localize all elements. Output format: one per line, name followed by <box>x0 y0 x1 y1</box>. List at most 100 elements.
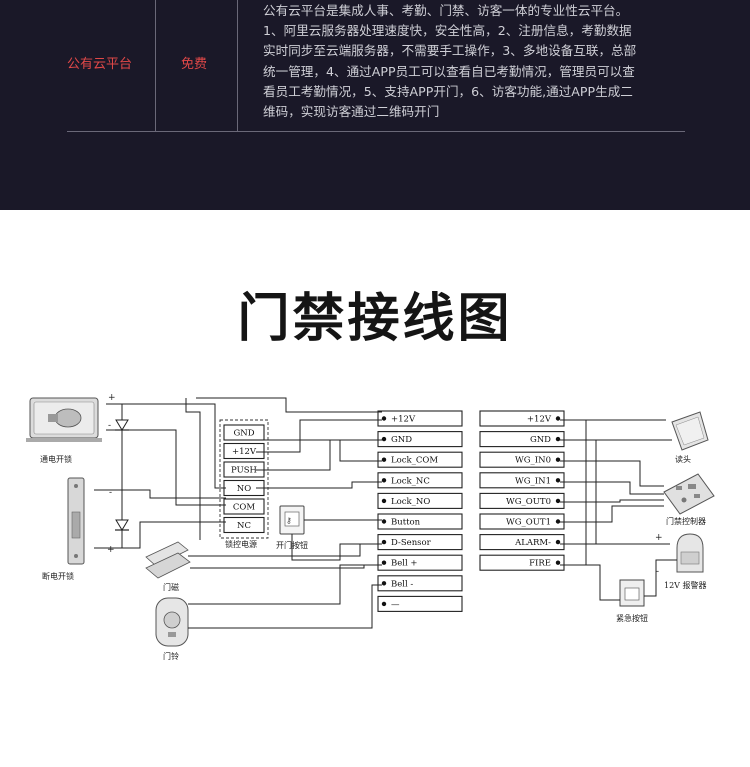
power-supply-label: 锁控电源 <box>225 539 257 549</box>
left-terminal-label: Lock_NO <box>391 497 430 507</box>
controller-left-terminals: +12V GND Lock_COM Lock_NC Lock_NO ButtonD-Sen… <box>377 410 463 612</box>
alarm-device <box>676 533 704 573</box>
emergency-button-device <box>619 579 645 607</box>
description-line: 公有云平台是集成人事、考勤、门禁、访客一体的专业性云平台。 <box>263 3 629 18</box>
table-vline-1 <box>155 0 156 131</box>
sign-minus-3: - <box>656 567 659 577</box>
exit-button-device: ⚷ <box>279 505 305 535</box>
terminal-dot <box>381 519 387 524</box>
info-table-panel: 公有云平台 免费 公有云平台是集成人事、考勤、门禁、访客一体的专业性云平台。 1、… <box>0 0 750 210</box>
left-terminal-box <box>377 410 463 427</box>
right-terminal-box <box>479 451 565 468</box>
terminal-dot <box>381 457 387 462</box>
terminal-dot <box>381 581 387 586</box>
terminal-dot <box>381 498 387 504</box>
right-terminal-label: ALARM- <box>514 538 551 548</box>
description-line: 看员工考勤情况，5、支持APP开门，6、访客功能,通过APP生成二 <box>263 83 633 99</box>
terminal-dot <box>555 560 561 565</box>
doorbell-label: 门铃 <box>163 651 179 661</box>
left-terminal-box <box>377 554 463 571</box>
terminal-dot <box>555 436 561 442</box>
terminal-dot <box>381 539 387 545</box>
terminal-dot <box>381 560 387 565</box>
right-terminal-label: WG_IN1 <box>515 476 551 486</box>
psu-terminal-label: PUSH <box>231 466 257 476</box>
table-hline <box>67 131 685 132</box>
left-terminal-box <box>377 451 463 468</box>
card-reader-device <box>671 411 709 451</box>
description-line: 维码，实现访客通过二维码开门 <box>263 104 440 120</box>
left-terminal-box <box>377 513 463 530</box>
sign-plus-2: + <box>107 545 115 555</box>
row-label: 公有云平台 <box>67 57 133 72</box>
psu-terminal-label: COM <box>233 503 255 513</box>
sign-plus-1: + <box>108 393 116 403</box>
wiring-diagram: 通电开锁 断电开锁 门磁 门铃 ⚷ 开门按钮 读头 门禁控制器 <box>26 393 715 661</box>
right-terminal-box <box>479 554 565 571</box>
diode-2 <box>115 519 129 531</box>
psu-terminal-box <box>223 516 265 534</box>
controller-label: 门禁控制器 <box>666 516 706 526</box>
electric-lock-label: 通电开锁 <box>40 454 72 464</box>
svg-text:⚷: ⚷ <box>286 516 292 525</box>
right-terminal-label: WG_IN0 <box>515 456 551 466</box>
right-terminal-box <box>479 410 565 427</box>
left-terminal-box <box>377 472 463 489</box>
right-terminal-box <box>479 534 565 551</box>
right-terminal-label: WG_OUT0 <box>506 497 551 507</box>
description-line: 1、阿里云服务器处理速度快，安全性高，2、注册信息，考勤数据 <box>263 23 632 39</box>
left-terminal-box <box>377 492 463 509</box>
wires <box>94 397 677 629</box>
terminal-dot <box>381 478 387 483</box>
left-terminal-label: Button <box>391 518 421 528</box>
right-terminal-box <box>479 472 565 489</box>
terminal-dot <box>555 457 561 462</box>
door-magnet-device <box>145 541 191 579</box>
psu-terminal-label: NC <box>237 521 251 531</box>
psu-terminal-label: GND <box>233 429 254 439</box>
section-title: 门禁接线图 <box>237 289 513 349</box>
alarm-label: 12V 报警器 <box>664 580 707 590</box>
left-terminal-label: Lock_NC <box>391 476 430 486</box>
card-reader-label: 读头 <box>675 454 691 464</box>
price-cell: 免费 <box>181 57 208 72</box>
left-terminal-label: Bell + <box>391 559 418 569</box>
left-terminal-label: D-Sensor <box>391 538 432 548</box>
terminal-dot <box>555 519 561 524</box>
psu-terminal-label: NO <box>237 484 251 494</box>
terminal-dot <box>381 436 387 442</box>
right-terminal-label: WG_OUT1 <box>506 518 551 528</box>
description-line: 实时同步至云端服务器，不需要手工操作，3、多地设备互联，总部 <box>263 43 637 59</box>
psu-terminal-box <box>223 442 265 460</box>
sign-minus-2: - <box>109 488 112 498</box>
terminal-dot <box>555 539 561 545</box>
left-terminal-label: +12V <box>391 415 416 425</box>
left-terminal-box <box>377 595 463 612</box>
right-terminal-label: +12V <box>527 415 552 425</box>
right-terminal-label: GND <box>530 435 551 445</box>
door-magnet-label: 门磁 <box>163 582 179 592</box>
left-terminal-box <box>377 534 463 551</box>
left-terminal-label: Lock_COM <box>391 456 438 466</box>
terminal-dot <box>381 601 387 607</box>
right-terminal-box <box>479 431 565 448</box>
doorbell-device <box>155 597 189 647</box>
right-terminal-label: FIRE <box>529 559 551 569</box>
left-terminal-label: — <box>391 600 400 610</box>
electric-lock-device <box>26 397 102 442</box>
emergency-button-label: 紧急按钮 <box>616 613 648 623</box>
psu-terminal-box <box>223 498 265 515</box>
right-terminal-box <box>479 492 565 509</box>
strike-lock-label: 断电开锁 <box>42 571 74 581</box>
strike-lock-device <box>67 477 85 565</box>
table-vline-2 <box>237 0 238 131</box>
terminal-dot <box>555 416 561 421</box>
description-text: 公有云平台是集成人事、考勤、门禁、访客一体的专业性云平台。 1、阿里云服务器处理速… <box>263 1 683 122</box>
left-terminal-label: Bell - <box>391 579 413 589</box>
sign-minus-1: - <box>108 421 111 431</box>
left-terminal-label: GND <box>391 435 412 445</box>
controller-device <box>663 473 715 515</box>
psu-terminal-label: +12V <box>232 447 257 457</box>
psu-terminal-box <box>223 424 265 441</box>
